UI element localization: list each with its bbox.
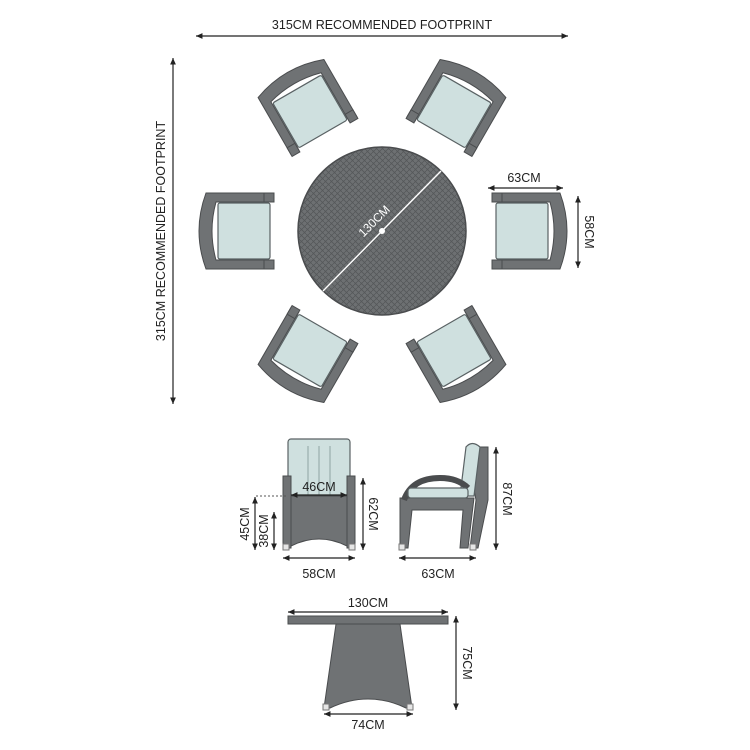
table-base-width-dimension: 74CM xyxy=(324,711,413,732)
chair-right xyxy=(491,192,568,270)
chair-depth-dimension: 63CM xyxy=(488,171,563,191)
footprint-width-dimension: 315CM RECOMMENDED FOOTPRINT xyxy=(196,18,568,39)
chair-bottom-right xyxy=(405,304,511,410)
chair-side-depth-label: 63CM xyxy=(421,567,454,581)
table-base-width-label: 74CM xyxy=(351,718,384,732)
footprint-height-dimension: 315CM RECOMMENDED FOOTPRINT xyxy=(154,58,176,404)
chair-left xyxy=(198,192,275,270)
chair-overall-width-dimension: 58CM xyxy=(283,555,355,581)
chair-top-left xyxy=(253,52,359,158)
seat-height-dimension: 45CM xyxy=(238,495,288,550)
chair-width-dimension: 58CM xyxy=(575,196,596,268)
chair-depth-label: 63CM xyxy=(507,171,540,185)
round-table-top-view xyxy=(297,146,467,316)
seat-width-label: 46CM xyxy=(302,480,335,494)
chair-front-view xyxy=(282,438,356,551)
table-front-view xyxy=(287,615,449,711)
chair-width-label: 58CM xyxy=(582,215,596,248)
footprint-height-label: 315CM RECOMMENDED FOOTPRINT xyxy=(154,121,168,342)
table-height-label: 75CM xyxy=(460,646,474,679)
leg-height-label: 38CM xyxy=(257,514,271,547)
chair-side-view xyxy=(398,442,489,551)
footprint-width-label: 315CM RECOMMENDED FOOTPRINT xyxy=(272,18,493,32)
chair-side-depth-dimension: 63CM xyxy=(399,555,476,581)
chair-overall-height-label: 87CM xyxy=(500,482,514,515)
chair-bottom-left xyxy=(253,304,359,410)
arm-height-dimension: 62CM xyxy=(360,478,380,550)
arm-height-label: 62CM xyxy=(366,497,380,530)
leg-height-dimension: 38CM xyxy=(257,512,277,550)
chair-overall-width-label: 58CM xyxy=(302,567,335,581)
table-top-width-label: 130CM xyxy=(348,596,388,610)
seat-height-label: 45CM xyxy=(238,507,252,540)
table-height-dimension: 75CM xyxy=(453,616,474,710)
chair-top-right xyxy=(405,52,511,158)
table-top-width-dimension: 130CM xyxy=(288,596,448,615)
chair-overall-height-dimension: 87CM xyxy=(493,447,514,550)
seat-width-dimension: 46CM xyxy=(291,480,347,498)
